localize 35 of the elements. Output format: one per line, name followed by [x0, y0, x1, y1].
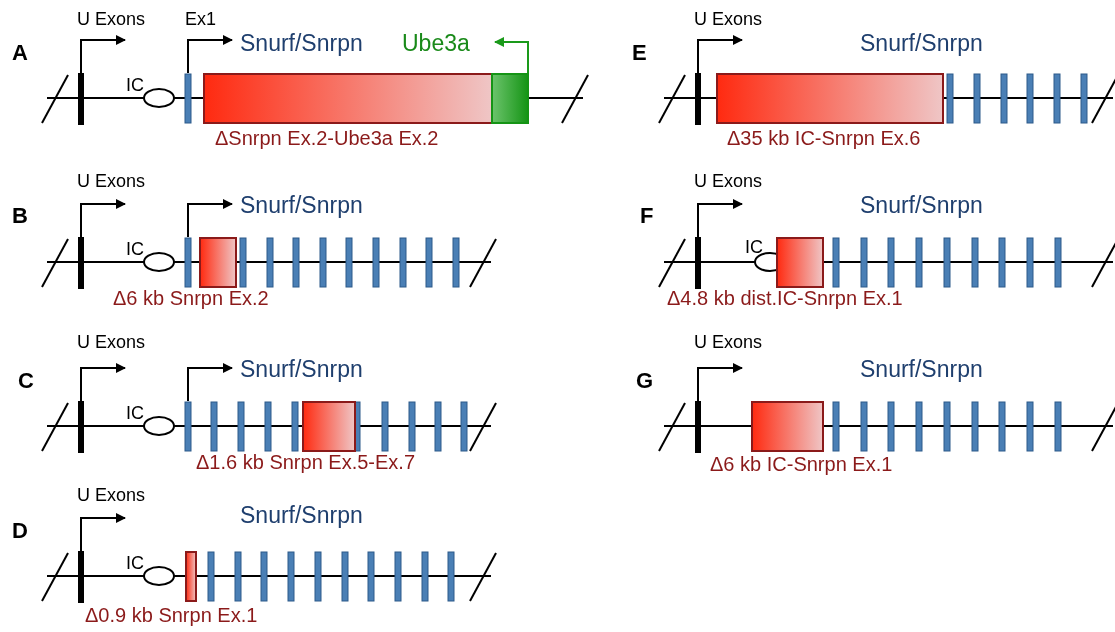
panel-letter: C	[18, 370, 34, 392]
exon-label: U Exons	[77, 172, 146, 190]
ic-label: IC	[126, 404, 144, 422]
gene-name: Snurf/Snrpn	[240, 194, 363, 217]
gene-name: Snurf/Snrpn	[860, 32, 983, 55]
exon-label: U Exons	[77, 486, 146, 504]
exon-label: U Exons	[77, 10, 146, 28]
deletion-label: Δ35 kb IC-Snrpn Ex.6	[727, 128, 921, 148]
deletion-label: Δ4.8 kb dist.IC-Snrpn Ex.1	[667, 288, 903, 308]
panel-letter: F	[640, 205, 654, 227]
ic-label: IC	[126, 554, 144, 572]
deletion-label: Δ0.9 kb Snrpn Ex.1	[85, 605, 258, 625]
panel-letter: D	[12, 520, 28, 542]
exon-label: Ex1	[185, 10, 217, 28]
ic-label: IC	[126, 240, 144, 258]
panel-letter: E	[632, 42, 647, 64]
exon-label: U Exons	[694, 10, 763, 28]
exon-label: U Exons	[77, 333, 146, 351]
gene-name: Snurf/Snrpn	[240, 358, 363, 381]
deletion-label: ΔSnrpn Ex.2-Ube3a Ex.2	[215, 128, 439, 148]
ic-label: IC	[745, 238, 763, 256]
gene-name: Snurf/Snrpn	[240, 504, 363, 527]
panel-letter: B	[12, 205, 28, 227]
gene-name: Snurf/Snrpn	[240, 32, 363, 55]
panel-letter: G	[636, 370, 654, 392]
panel-letter: A	[12, 42, 28, 64]
deletion-label: Δ6 kb IC-Snrpn Ex.1	[710, 454, 893, 474]
deletion-label: Δ6 kb Snrpn Ex.2	[113, 288, 269, 308]
exon-label: U Exons	[694, 172, 763, 190]
exon-label: U Exons	[694, 333, 763, 351]
gene-name: Ube3a	[402, 32, 470, 55]
gene-name: Snurf/Snrpn	[860, 358, 983, 381]
deletion-label: Δ1.6 kb Snrpn Ex.5-Ex.7	[196, 452, 416, 472]
ic-label: IC	[126, 76, 144, 94]
gene-name: Snurf/Snrpn	[860, 194, 983, 217]
